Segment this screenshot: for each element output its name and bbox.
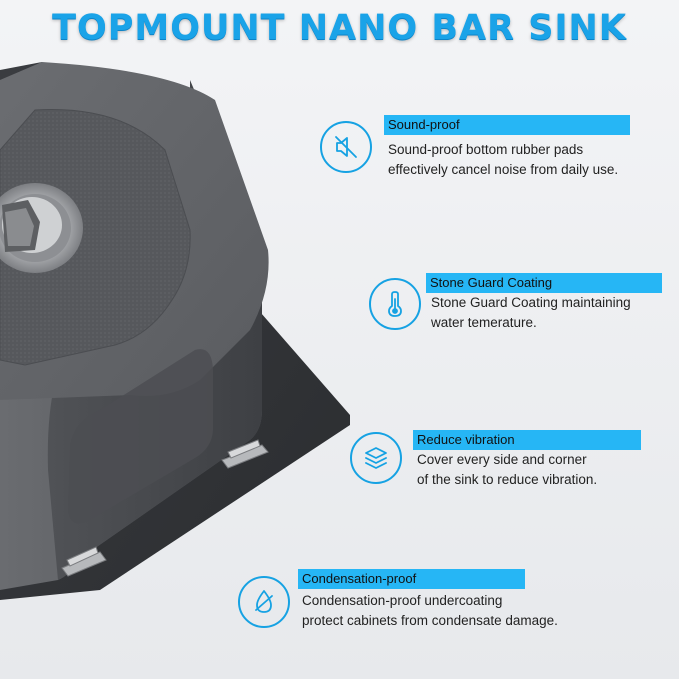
mounting-clip-left — [61, 546, 107, 577]
sink-side-wall — [47, 80, 263, 580]
sink-flange — [0, 62, 350, 600]
description-line: Sound-proof bottom rubber pads — [388, 142, 584, 157]
mounting-clip-right — [221, 439, 269, 469]
page-title: TOPMOUNT NANO BAR SINK — [52, 8, 627, 48]
feature-condensation-proof: Condensation-proof Condensation-proof un… — [238, 569, 679, 642]
feature-label-bar: Sound-proof — [384, 115, 630, 135]
feature-description: Cover every side and corner of the sink … — [417, 450, 597, 490]
feature-reduce-vibration: Reduce vibration Cover every side and co… — [350, 430, 679, 502]
drain-square — [2, 200, 40, 252]
sink-front-wall — [0, 120, 262, 590]
feature-description: Condensation-proof undercoating protect … — [302, 591, 558, 631]
feature-label-bar: Condensation-proof — [298, 569, 525, 589]
description-line: Cover every side and corner — [417, 452, 587, 467]
sink-bottom — [0, 62, 269, 400]
description-line: Condensation-proof undercoating — [302, 593, 503, 608]
feature-description: Stone Guard Coating maintaining water te… — [431, 293, 631, 333]
thermometer-icon — [369, 278, 421, 330]
drain-outer — [0, 183, 83, 273]
bottom-rubber-pad — [0, 109, 191, 366]
feature-sound-proof: Sound-proof Sound-proof bottom rubber pa… — [320, 115, 679, 188]
side-rubber-pad — [68, 349, 213, 524]
water-drop-icon — [238, 576, 290, 628]
description-line: effectively cancel noise from daily use. — [388, 162, 619, 177]
feature-label-bar: Reduce vibration — [413, 430, 641, 450]
description-line: Stone Guard Coating maintaining — [431, 295, 631, 310]
drain-inner — [2, 197, 62, 253]
description-line: protect cabinets from condensate damage. — [302, 613, 558, 628]
description-line: of the sink to reduce vibration. — [417, 472, 598, 487]
mute-speaker-icon — [320, 121, 372, 173]
feature-stone-guard-coating: Stone Guard Coating Stone Guard Coating … — [369, 273, 679, 346]
layers-icon — [350, 432, 402, 484]
drain-ring — [0, 194, 71, 262]
feature-description: Sound-proof bottom rubber pads effective… — [388, 140, 618, 180]
description-line: water temerature. — [431, 315, 537, 330]
feature-label-bar: Stone Guard Coating — [426, 273, 662, 293]
